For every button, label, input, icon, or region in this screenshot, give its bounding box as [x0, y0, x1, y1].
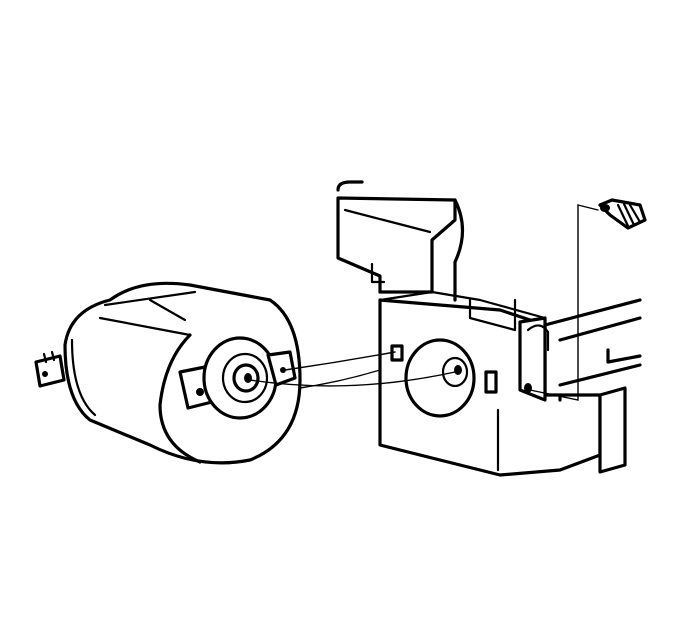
hub-ear-hole [280, 367, 286, 373]
motor-side-shade [70, 338, 97, 417]
motor-connector [34, 354, 66, 388]
housing-top-rim [378, 290, 547, 320]
screw-leader-top [577, 204, 599, 211]
motor-front-edge [158, 333, 202, 464]
housing-side-tab [518, 316, 547, 402]
connector-pin-1 [42, 352, 48, 364]
screw-thread-3 [628, 203, 642, 224]
housing-slot-right [484, 370, 498, 394]
motor-hub-ring [221, 352, 269, 404]
housing-side-curve [453, 198, 465, 302]
screw-leader-line [529, 204, 579, 401]
motor-shaft [244, 373, 252, 383]
motor-ridge-2 [98, 316, 192, 337]
housing-rail-step [606, 348, 642, 364]
housing-bracket [336, 180, 642, 477]
housing-rail-upper [558, 316, 642, 342]
housing-slot-left [390, 344, 404, 362]
motor-ridge-3 [148, 298, 187, 322]
housing-socket-inner [441, 356, 469, 388]
housing-socket-hole [454, 365, 462, 375]
housing-base-edge [558, 453, 602, 472]
alignment-line-upper [284, 351, 396, 371]
connector-hole [42, 371, 48, 377]
housing-socket-outer [404, 338, 476, 418]
housing-base-right [598, 386, 627, 474]
mounting-screw [598, 198, 647, 230]
flange-hole [196, 388, 204, 396]
actuator-motor [34, 281, 302, 465]
housing-step-line [370, 262, 386, 284]
housing-rail-top [543, 298, 642, 327]
alignment-line-lower [249, 371, 456, 387]
motor-ridge-1 [103, 290, 197, 307]
screw-thread-1 [616, 203, 630, 228]
alignment-line-mid [299, 369, 381, 389]
housing-notch [468, 298, 517, 332]
screw-tip [600, 204, 610, 212]
housing-tab-screw-hole [524, 383, 532, 393]
housing-top-edge [336, 180, 364, 192]
screw-thread-2 [622, 202, 636, 227]
housing-rail-lower [558, 363, 642, 387]
housing-tab-ear [526, 324, 550, 352]
connector-pin-2 [50, 350, 56, 362]
housing-upper-edge-line [343, 208, 432, 234]
